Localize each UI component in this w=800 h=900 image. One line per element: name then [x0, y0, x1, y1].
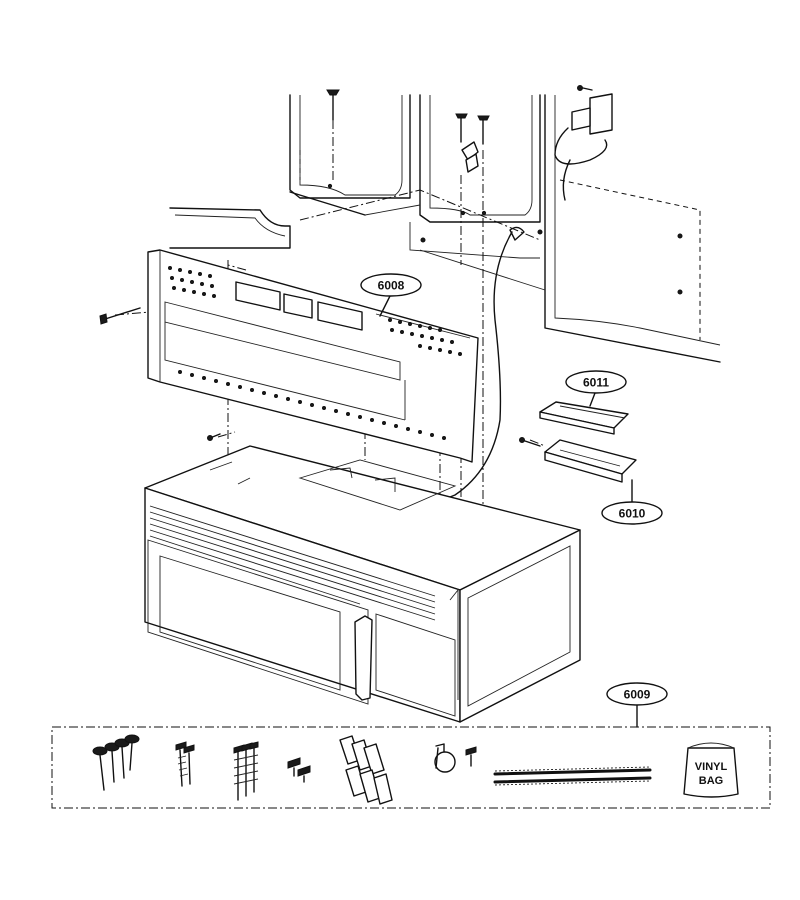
- mounting-plate-6008: [99, 249, 479, 463]
- callout-6011: 6011: [565, 370, 627, 407]
- callout-6009-label: 6009: [624, 688, 651, 702]
- part-6010-damper: [519, 437, 637, 483]
- cabinet-screws: [326, 89, 490, 173]
- callout-6008: 6008: [360, 273, 422, 317]
- hardware-kit-6009: VINYL BAG: [51, 704, 771, 809]
- cord-clamp-icon: [434, 743, 477, 773]
- callout-6011-label: 6011: [583, 376, 609, 390]
- part-6011-filter: [539, 401, 629, 435]
- vinyl-bag-icon: VINYL BAG: [683, 742, 739, 798]
- lag-screws-icon: [233, 741, 259, 801]
- toggle-wings-icon: [339, 735, 393, 805]
- rail-strips-icon: [493, 766, 652, 786]
- vinyl-bag-label-1: VINYL: [695, 761, 728, 773]
- microwave-oven: [144, 445, 581, 723]
- callout-6008-label: 6008: [378, 279, 405, 293]
- callout-6009: 6009: [606, 682, 668, 706]
- callout-6010: 6010: [601, 479, 663, 525]
- callout-6010-label: 6010: [619, 507, 646, 521]
- vinyl-bag-label-2: BAG: [699, 775, 723, 787]
- small-screws-icon: [287, 757, 311, 783]
- wall-outlet: [554, 85, 613, 201]
- wood-screws-icon: [175, 741, 195, 787]
- bolts-icon: [92, 734, 140, 791]
